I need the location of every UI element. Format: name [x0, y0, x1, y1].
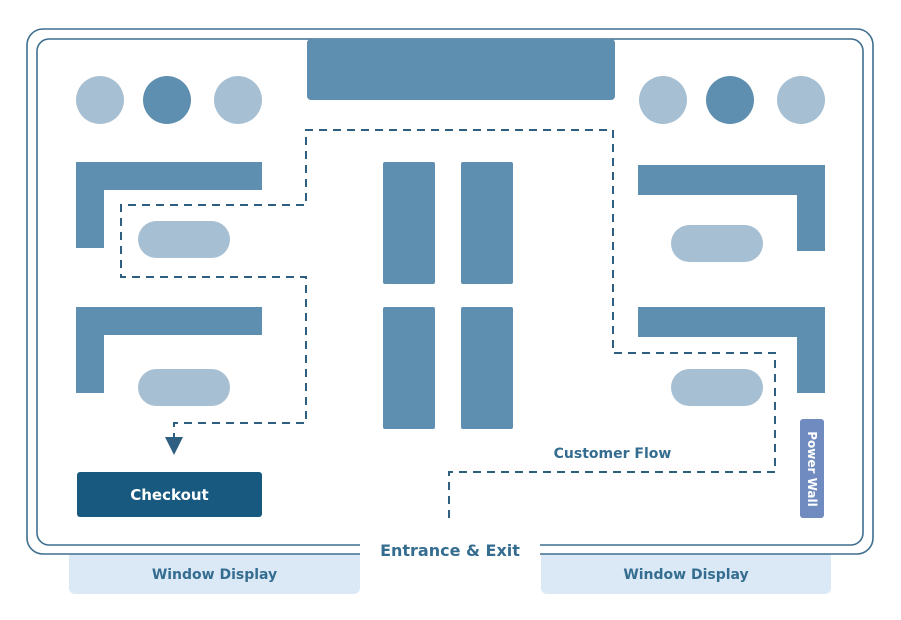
window-display-right-label: Window Display: [623, 567, 749, 583]
round-display-left-2: [143, 76, 191, 124]
round-display-right-1: [639, 76, 687, 124]
entrance-opening: [360, 536, 540, 560]
gondola-shelf-2: [461, 162, 513, 284]
oval-table-left-lower: [138, 369, 230, 406]
window-display-right: [541, 548, 831, 594]
oval-table-right-lower: [671, 369, 763, 406]
arrow-down-icon: [165, 437, 183, 455]
round-display-right-2: [706, 76, 754, 124]
window-display-left: [69, 548, 360, 594]
round-display-right-3: [777, 76, 825, 124]
power-wall: [800, 419, 824, 518]
customer-flow-label: Customer Flow: [553, 446, 672, 462]
customer-flow-path: [120, 129, 776, 518]
l-shelf-left-upper: [76, 162, 262, 248]
gondola-shelf-1: [383, 162, 435, 284]
checkout-counter: [77, 472, 262, 517]
gondola-shelf-4: [461, 307, 513, 429]
window-display-left-label: Window Display: [151, 567, 278, 583]
entrance-exit-label: Entrance & Exit: [380, 540, 520, 560]
l-shelf-left-lower: [76, 307, 262, 393]
checkout-label: Checkout: [130, 485, 209, 504]
round-display-left-3: [214, 76, 262, 124]
oval-table-right-upper: [671, 225, 763, 262]
feature-display-table: [307, 39, 615, 100]
power-wall-label: Power Wall: [805, 430, 819, 507]
round-display-left-1: [76, 76, 124, 124]
gondola-shelf-3: [383, 307, 435, 429]
l-shelf-right-lower: [638, 307, 825, 393]
oval-table-left-upper: [138, 221, 230, 258]
power-wall-label-box: Power Wall: [800, 419, 824, 518]
l-shelf-right-upper: [638, 165, 825, 251]
